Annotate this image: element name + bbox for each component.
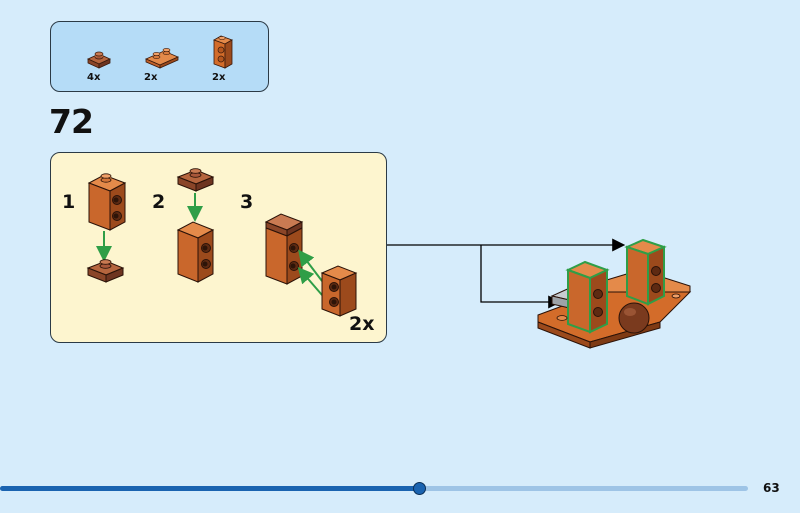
parts-needed-box: 4x 2x 2x bbox=[50, 21, 269, 92]
brick-assembly-icon bbox=[264, 213, 304, 285]
substep-number: 1 bbox=[62, 191, 76, 213]
substep-quantity: 2x bbox=[349, 313, 375, 335]
plate-1x1-icon bbox=[86, 259, 125, 283]
brick-side-studs-icon bbox=[176, 221, 215, 283]
progress-fill bbox=[0, 486, 419, 491]
part-brick-side-studs-icon bbox=[211, 32, 235, 70]
part-qty: 4x bbox=[87, 72, 101, 83]
brick-side-studs-icon bbox=[320, 265, 358, 317]
model-assembly-icon bbox=[537, 238, 692, 349]
part-qty: 2x bbox=[144, 72, 158, 83]
part-qty: 2x bbox=[212, 72, 226, 83]
substep-number: 2 bbox=[152, 191, 166, 213]
attach-arrow bbox=[480, 245, 562, 309]
brick-side-studs-icon bbox=[87, 173, 127, 231]
substep-number: 3 bbox=[240, 191, 254, 213]
step-number: 72 bbox=[49, 102, 94, 141]
progress-bar bbox=[0, 482, 748, 495]
green-arrow bbox=[297, 266, 323, 296]
progress-knob bbox=[412, 482, 426, 495]
plate-1x1-icon bbox=[176, 168, 215, 192]
page-number: 63 bbox=[763, 481, 780, 495]
part-plate-1x2-icon bbox=[144, 47, 180, 69]
part-plate-1x1-icon bbox=[86, 49, 112, 69]
